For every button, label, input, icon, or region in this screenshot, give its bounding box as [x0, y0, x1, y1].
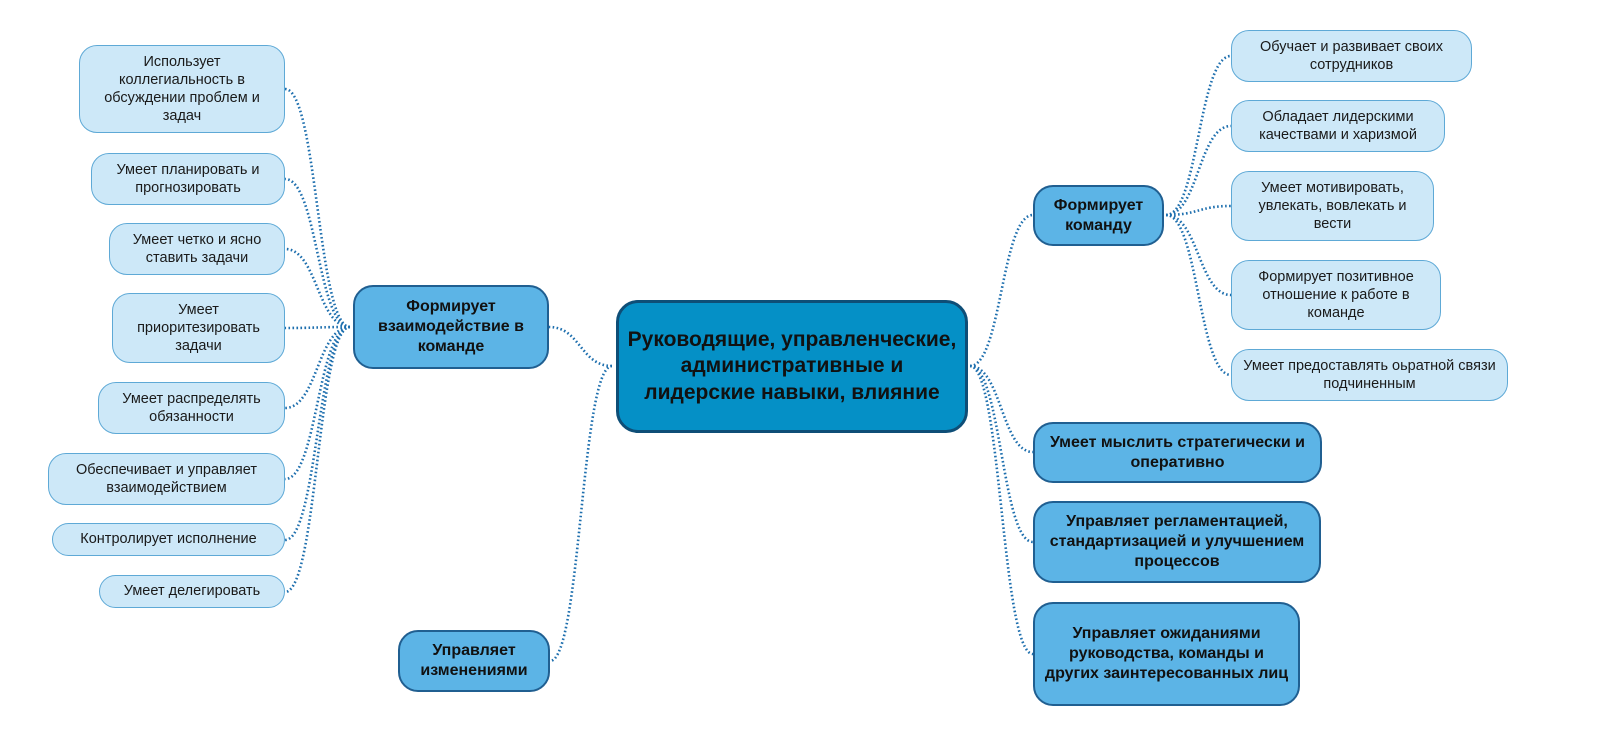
- connector-18: [1165, 213, 1232, 377]
- connector-13: [284, 325, 351, 594]
- branch-label: Формирует команду: [1053, 196, 1144, 234]
- connector-6: [284, 87, 351, 329]
- leaf-label: Умеет четко и ясно ставить задачи: [132, 231, 262, 266]
- leaf-label: Умеет делегировать: [123, 583, 261, 600]
- leaf-prioritize[interactable]: Умеет приоритезировать задачи: [112, 293, 285, 363]
- leaf-motivate[interactable]: Умеет мотивировать, увлекать, вовлекать …: [1231, 171, 1434, 241]
- connector-0: [548, 325, 613, 368]
- connector-15: [1165, 124, 1232, 217]
- leaf-manage-interaction[interactable]: Обеспечивает и управляет взаимодействием: [48, 453, 285, 505]
- leaf-planning[interactable]: Умеет планировать и прогнозировать: [91, 153, 285, 205]
- leaf-delegate[interactable]: Умеет делегировать: [99, 575, 285, 608]
- leaf-label: Формирует позитивное отношение к работе …: [1258, 268, 1414, 322]
- branch-stakeholder-expectations[interactable]: Управляет ожиданиями руководства, команд…: [1033, 602, 1300, 706]
- root-topic-label: Руководящие, управленческие, администрат…: [627, 328, 957, 404]
- leaf-collegiality[interactable]: Использует коллегиальность в обсуждении …: [79, 45, 285, 133]
- branch-team-interaction[interactable]: Формирует взаимодействие в команде: [353, 285, 549, 369]
- root-topic[interactable]: Руководящие, управленческие, администрат…: [616, 300, 968, 433]
- leaf-label: Умеет приоритезировать задачи: [137, 301, 260, 355]
- branch-label: Управляет регламентацией, стандартизацие…: [1049, 513, 1305, 570]
- connector-1: [549, 364, 613, 663]
- leaf-label: Обучает и развивает своих сотрудников: [1260, 38, 1443, 73]
- leaf-distribute-duties[interactable]: Умеет распределять обязанности: [98, 382, 285, 434]
- leaf-label: Умеет планировать и прогнозировать: [116, 161, 260, 196]
- leaf-label: Умеет предоставлять оьратной связи подчи…: [1243, 357, 1496, 392]
- leaf-label: Умеет мотивировать, увлекать, вовлекать …: [1258, 179, 1407, 233]
- leaf-positive-attitude[interactable]: Формирует позитивное отношение к работе …: [1231, 260, 1441, 330]
- leaf-train-staff[interactable]: Обучает и развивает своих сотрудников: [1231, 30, 1472, 82]
- branch-label: Умеет мыслить стратегически и оперативно: [1049, 433, 1305, 471]
- connector-16: [1165, 204, 1232, 217]
- leaf-label: Использует коллегиальность в обсуждении …: [104, 53, 260, 125]
- branch-label: Формирует взаимодействие в команде: [378, 298, 524, 355]
- leaf-label: Обладает лидерскими качествами и харизмо…: [1259, 108, 1417, 143]
- connector-2: [969, 213, 1034, 368]
- branch-process-regulation[interactable]: Управляет регламентацией, стандартизацие…: [1033, 501, 1321, 583]
- leaf-feedback[interactable]: Умеет предоставлять оьратной связи подчи…: [1231, 349, 1508, 401]
- leaf-control-execution[interactable]: Контролирует исполнение: [52, 523, 285, 556]
- leaf-label: Контролирует исполнение: [80, 531, 257, 548]
- connector-8: [284, 247, 351, 329]
- leaf-set-tasks[interactable]: Умеет четко и ясно ставить задачи: [109, 223, 285, 275]
- branch-build-team[interactable]: Формирует команду: [1033, 185, 1164, 246]
- connector-7: [284, 177, 351, 329]
- leaf-label: Умеет распределять обязанности: [122, 390, 261, 425]
- connector-4: [969, 364, 1034, 544]
- connector-3: [969, 364, 1034, 454]
- branch-label: Управляет ожиданиями руководства, команд…: [1044, 625, 1289, 682]
- leaf-label: Обеспечивает и управляет взаимодействием: [76, 461, 257, 496]
- connector-12: [284, 325, 351, 542]
- branch-change-management[interactable]: Управляет изменениями: [398, 630, 550, 692]
- connector-9: [284, 325, 351, 330]
- connector-17: [1165, 213, 1232, 297]
- branch-label: Управляет изменениями: [420, 642, 528, 679]
- branch-strategic-thinking[interactable]: Умеет мыслить стратегически и оперативно: [1033, 422, 1322, 483]
- leaf-leadership-charisma[interactable]: Обладает лидерскими качествами и харизмо…: [1231, 100, 1445, 152]
- connector-14: [1165, 54, 1232, 217]
